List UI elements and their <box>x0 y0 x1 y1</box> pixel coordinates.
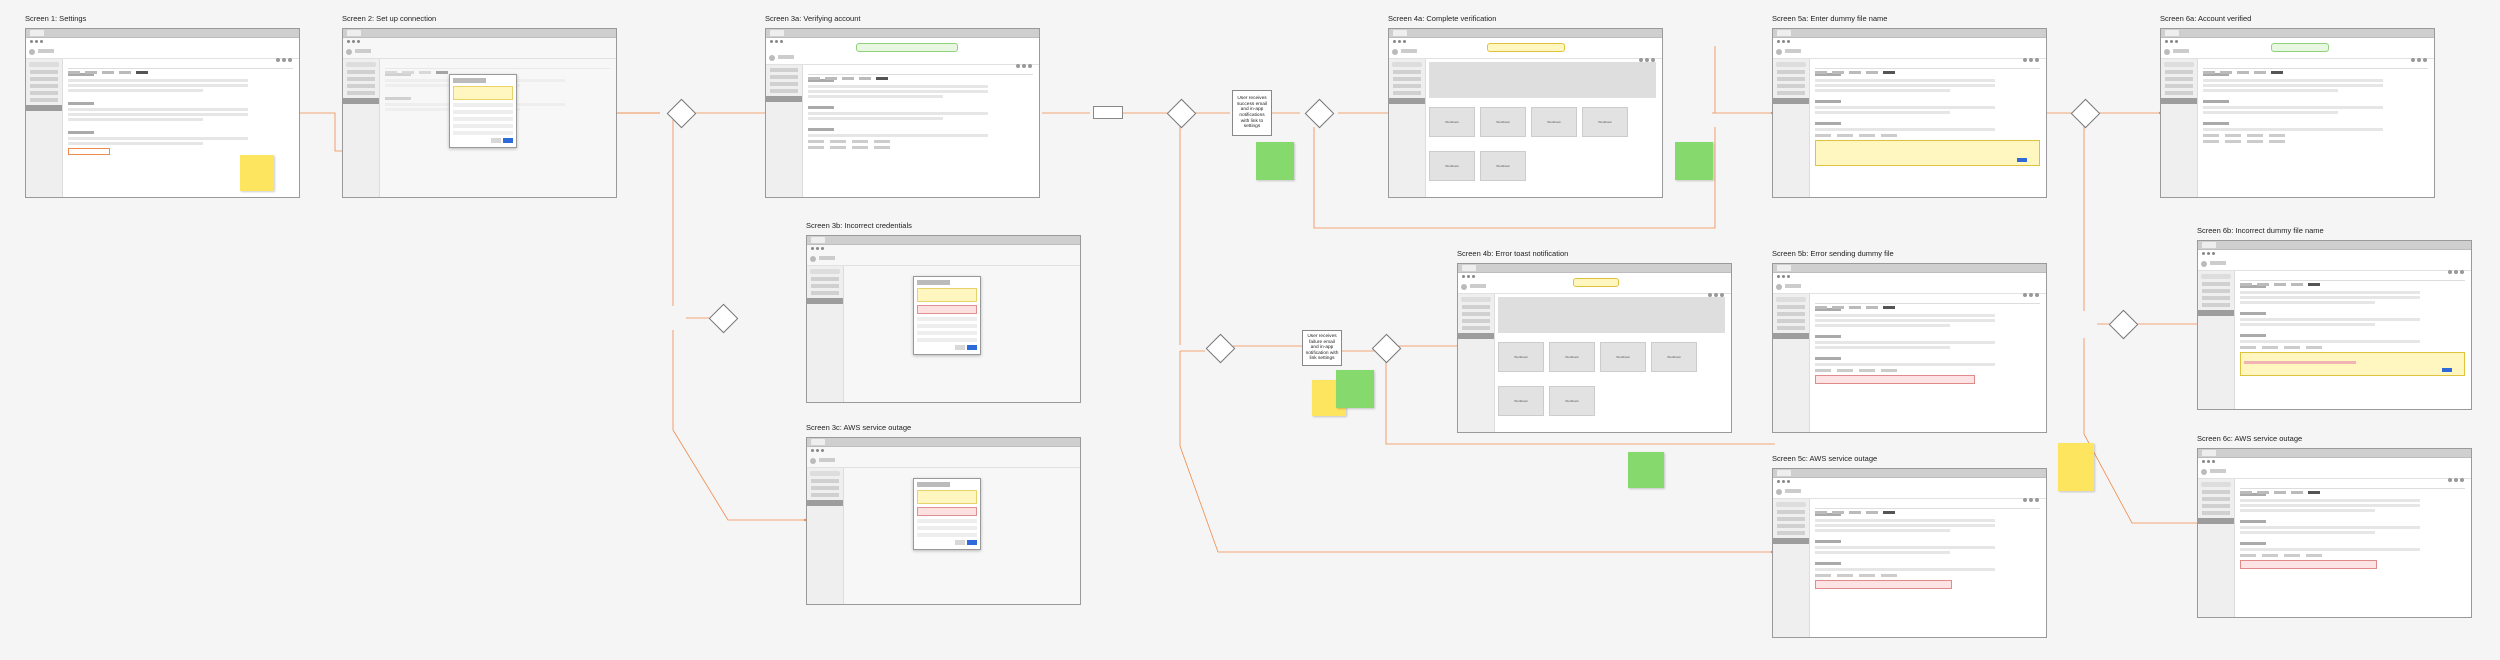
workbook-card[interactable]: Workbook <box>1480 107 1526 137</box>
screen-title: Screen 6a: Account verified <box>2160 14 2252 23</box>
sticky-note <box>1336 370 1374 408</box>
screen-title: Screen 6b: Incorrect dummy file name <box>2197 226 2324 235</box>
outage-alert <box>917 507 977 516</box>
workbook-card[interactable]: Workbook <box>1549 386 1595 416</box>
workbook-card[interactable]: Workbook <box>1498 342 1544 372</box>
outage-alert <box>1815 580 1952 589</box>
toast-notification[interactable] <box>1487 43 1565 52</box>
workbook-card[interactable]: Workbook <box>1582 107 1628 137</box>
sticky-note <box>1675 142 1713 180</box>
screen-6b-incorrect-dummy-file-name: Screen 6b: Incorrect dummy file name <box>2197 226 2472 410</box>
sidebar <box>26 59 63 197</box>
decision-node <box>708 303 739 334</box>
connection-modal[interactable] <box>449 74 517 148</box>
workbook-card[interactable]: Workbook <box>1600 342 1646 372</box>
workbook-card[interactable]: Workbook <box>1480 151 1526 181</box>
screen-title: Screen 5c: AWS service outage <box>1772 454 1878 463</box>
screen-3c-aws-service-outage: Screen 3c: AWS service outage <box>806 423 1081 605</box>
screen-3a-verifying-account: Screen 3a: Verifying account <box>765 14 1040 198</box>
workbook-card[interactable]: Workbook <box>1549 342 1595 372</box>
connection-modal[interactable] <box>913 276 981 355</box>
screen-title: Screen 3b: Incorrect credentials <box>806 221 912 230</box>
dummy-file-form[interactable] <box>1815 140 2040 166</box>
workbook-card[interactable]: Workbook <box>1429 151 1475 181</box>
screen-title: Screen 3a: Verifying account <box>765 14 861 23</box>
status-banner <box>856 43 958 52</box>
browser-chrome <box>26 29 299 38</box>
error-toast[interactable] <box>1573 278 1619 287</box>
sticky-note <box>240 155 274 191</box>
failure-notification-box: User receives failure email and in-app n… <box>1302 330 1342 366</box>
screen-5a-enter-dummy-file-name: Screen 5a: Enter dummy file name <box>1772 14 2047 198</box>
screen-title: Screen 4b: Error toast notification <box>1457 249 1569 258</box>
error-alert <box>917 305 977 314</box>
sticky-note <box>1628 452 1664 488</box>
screen-1-settings: Screen 1: Settings <box>25 14 300 198</box>
connect-button[interactable] <box>967 540 977 545</box>
success-notification-box: User receives success email and in-app n… <box>1232 90 1272 136</box>
connection-modal[interactable] <box>913 478 981 550</box>
error-alert <box>1815 375 1975 384</box>
screen-5c-aws-service-outage: Screen 5c: AWS service outage <box>1772 454 2047 638</box>
hero-banner <box>1429 62 1656 98</box>
screen-2-set-up-connection: Screen 2: Set up connection <box>342 14 617 198</box>
screen-4b-error-toast-notification: Screen 4b: Error toast notification Work… <box>1457 249 1732 433</box>
dummy-file-form[interactable] <box>2240 352 2465 376</box>
decision-node <box>2108 309 2139 340</box>
outage-alert <box>2240 560 2377 569</box>
decision-node <box>1371 333 1402 364</box>
workbook-card[interactable]: Workbook <box>1531 107 1577 137</box>
success-banner <box>2271 43 2329 52</box>
sticky-note <box>1256 142 1294 180</box>
decision-node <box>1205 333 1236 364</box>
workbook-card[interactable]: Workbook <box>1651 342 1697 372</box>
screen-5b-error-sending-dummy-file: Screen 5b: Error sending dummy file <box>1772 249 2047 433</box>
decision-node <box>2070 98 2101 129</box>
workbook-card[interactable]: Workbook <box>1429 107 1475 137</box>
sticky-note <box>2058 443 2094 491</box>
connect-button[interactable] <box>967 345 977 350</box>
screen-title: Screen 6c: AWS service outage <box>2197 434 2303 443</box>
decision-node <box>666 98 697 129</box>
browser-window <box>25 28 300 198</box>
decision-node <box>1166 98 1197 129</box>
screen-title: Screen 5b: Error sending dummy file <box>1772 249 1894 258</box>
decision-node <box>1304 98 1335 129</box>
workbook-card[interactable]: Workbook <box>1498 386 1544 416</box>
screen-title: Screen 5a: Enter dummy file name <box>1772 14 1888 23</box>
screen-3b-incorrect-credentials: Screen 3b: Incorrect credentials <box>806 221 1081 403</box>
connect-button[interactable] <box>503 138 513 143</box>
screen-title: Screen 4a: Complete verification <box>1388 14 1497 23</box>
app-logo-icon <box>29 49 35 55</box>
screen-title: Screen 2: Set up connection <box>342 14 437 23</box>
screen-6a-account-verified: Screen 6a: Account verified <box>2160 14 2435 198</box>
screen-4a-complete-verification: Screen 4a: Complete verification Workboo… <box>1388 14 1663 198</box>
screen-title: Screen 1: Settings <box>25 14 87 23</box>
screen-title: Screen 3c: AWS service outage <box>806 423 912 432</box>
screen-6c-aws-service-outage: Screen 6c: AWS service outage <box>2197 434 2472 618</box>
process-box <box>1093 106 1123 119</box>
